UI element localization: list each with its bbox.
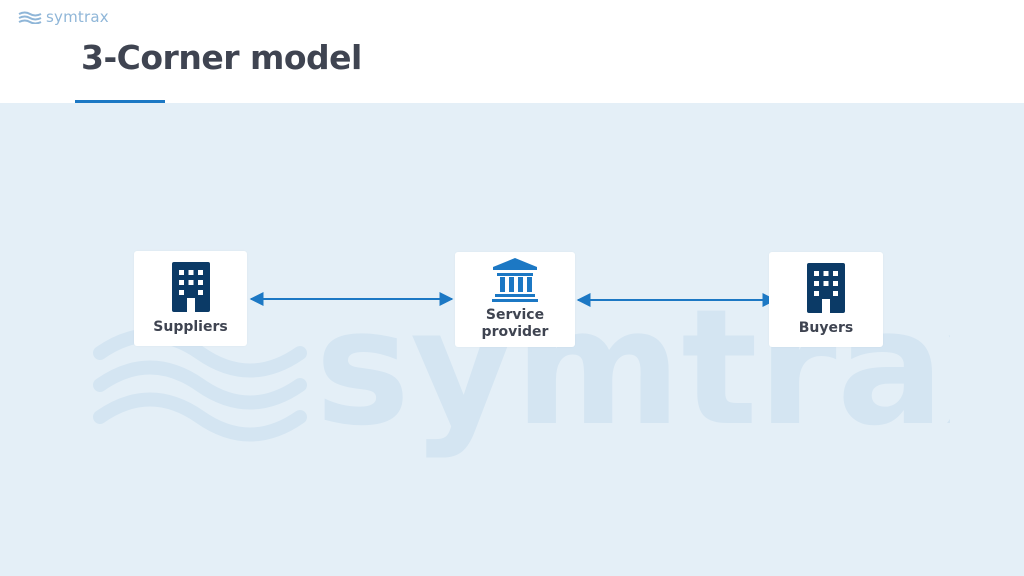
bank-icon xyxy=(492,258,538,302)
node-label: Buyers xyxy=(798,319,854,336)
node-service-provider: Service provider xyxy=(455,252,575,347)
node-label: Suppliers xyxy=(153,318,228,335)
node-suppliers: Suppliers xyxy=(134,251,247,346)
node-buyers: Buyers xyxy=(769,252,883,347)
node-label-line1: Service xyxy=(485,307,545,323)
brand-name: symtrax xyxy=(46,8,109,26)
brand-logo: symtrax xyxy=(18,8,109,26)
office-building-icon xyxy=(171,261,210,312)
slide-header: symtrax 3-Corner model xyxy=(0,0,1024,104)
brand-waves-icon xyxy=(18,11,42,24)
node-label-line2: provider xyxy=(481,324,549,340)
office-building-icon xyxy=(807,262,845,313)
page-title: 3-Corner model xyxy=(81,38,362,77)
title-underline xyxy=(75,100,165,104)
